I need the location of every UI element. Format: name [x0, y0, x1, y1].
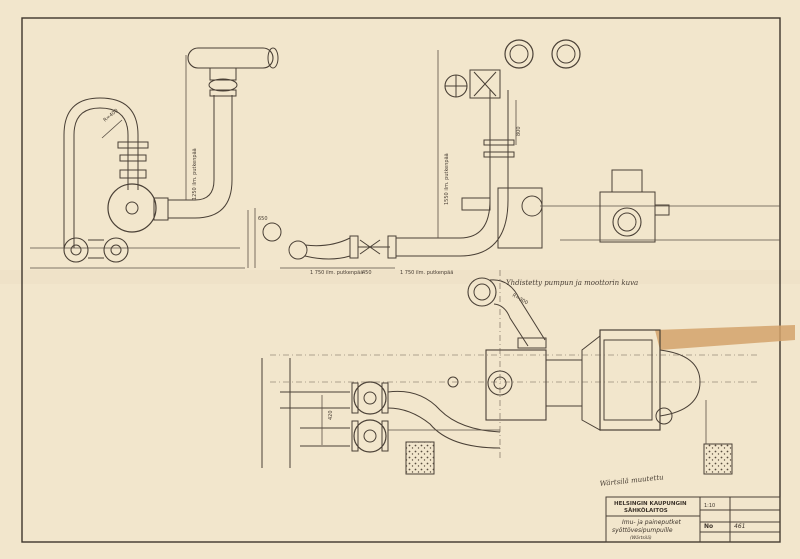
title-block: [605, 496, 781, 543]
dim-650: 650: [258, 216, 268, 222]
motor-view-top-right: [560, 169, 780, 243]
dim-450: 450: [362, 270, 372, 276]
title-line3: (Wärtsilä): [630, 535, 652, 541]
main-note: Yhdistetty pumpun ja moottorin kuva: [506, 279, 638, 287]
pump-view-left: [30, 47, 279, 269]
dim-mid-vertical: 1550 ilm. putkenpää: [444, 153, 450, 205]
pump-view-middle: [247, 39, 780, 269]
title-line2: syöttövesipumpuille: [612, 527, 673, 534]
fold-crease: [0, 270, 800, 284]
scale-value: 1:10: [704, 503, 715, 509]
dim-bottom-left: 1 750 ilm. putkenpää: [310, 270, 363, 276]
drawing-frame: [21, 17, 781, 543]
dim-800: 800: [516, 126, 522, 136]
masking-tape: [655, 325, 795, 350]
dim-left-vertical: 1250 ilm. putkenpää: [192, 148, 198, 200]
number-value: 461: [734, 523, 745, 530]
plan-view-bottom: [261, 270, 760, 475]
title-line1: Imu- ja paineputket: [622, 519, 682, 526]
dim-bottom-right: 1 750 ilm. putkenpää: [400, 270, 453, 276]
org-line2: SÄHKÖLAITOS: [624, 507, 668, 514]
number-label: No: [704, 523, 713, 530]
dim-420: 420: [328, 410, 334, 420]
org-line1: HELSINGIN KAUPUNGIN: [614, 501, 687, 507]
